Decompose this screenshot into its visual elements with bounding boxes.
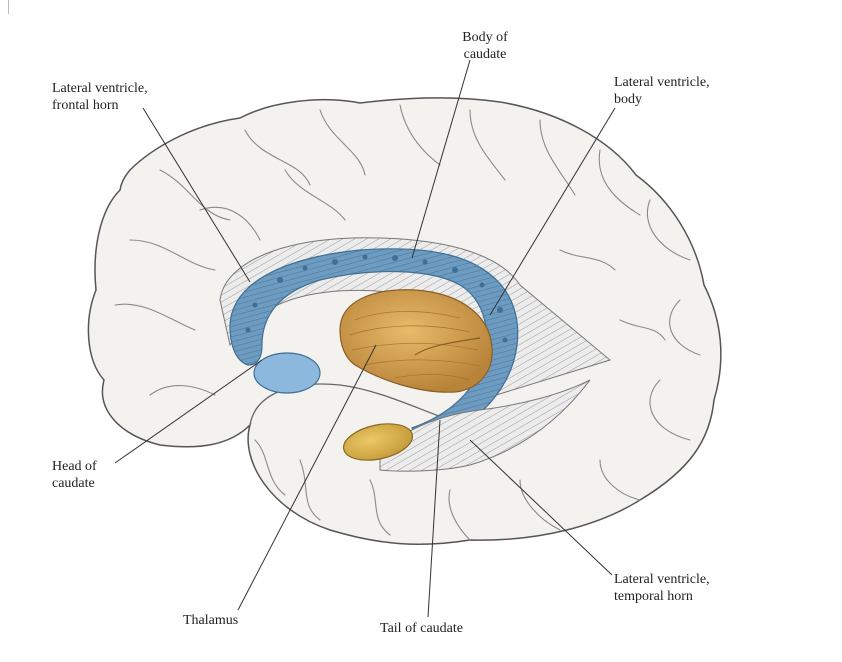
label-lateral-ventricle-temporal-horn: Lateral ventricle, temporal horn [614, 572, 710, 604]
temporal-horn-hatching [379, 379, 591, 472]
tail-of-caudate-shape [342, 423, 414, 461]
label-lateral-ventricle-body: Lateral ventricle, body [614, 75, 710, 107]
label-thalamus: Thalamus [183, 613, 239, 628]
corner-tick-mark [8, 0, 9, 14]
label-lateral-ventricle-frontal-horn: Lateral ventricle, frontal horn [52, 81, 148, 113]
label-tail-of-caudate: Tail of caudate [380, 621, 463, 636]
leader-tail-of-caudate [427, 419, 441, 618]
label-body-of-caudate: Body of caudate [462, 30, 508, 62]
lateral-sulcus [249, 383, 451, 426]
leader-body-of-caudate [411, 59, 471, 259]
brain-gyri [114, 104, 701, 541]
leader-ventricle-body [489, 107, 616, 316]
ventricle-texture-dots [245, 254, 508, 343]
lateral-ventricle-shape [229, 248, 519, 441]
leader-thalamus [237, 344, 377, 611]
head-of-caudate-shape [253, 352, 321, 394]
leader-head-of-caudate [114, 359, 263, 464]
leader-frontal-horn [142, 107, 251, 283]
label-head-of-caudate: Head of caudate [52, 459, 97, 491]
thalamus-texture [349, 311, 481, 381]
thalamus-shape [339, 289, 493, 393]
leader-temporal-horn [469, 439, 613, 576]
leader-lines [114, 59, 616, 618]
